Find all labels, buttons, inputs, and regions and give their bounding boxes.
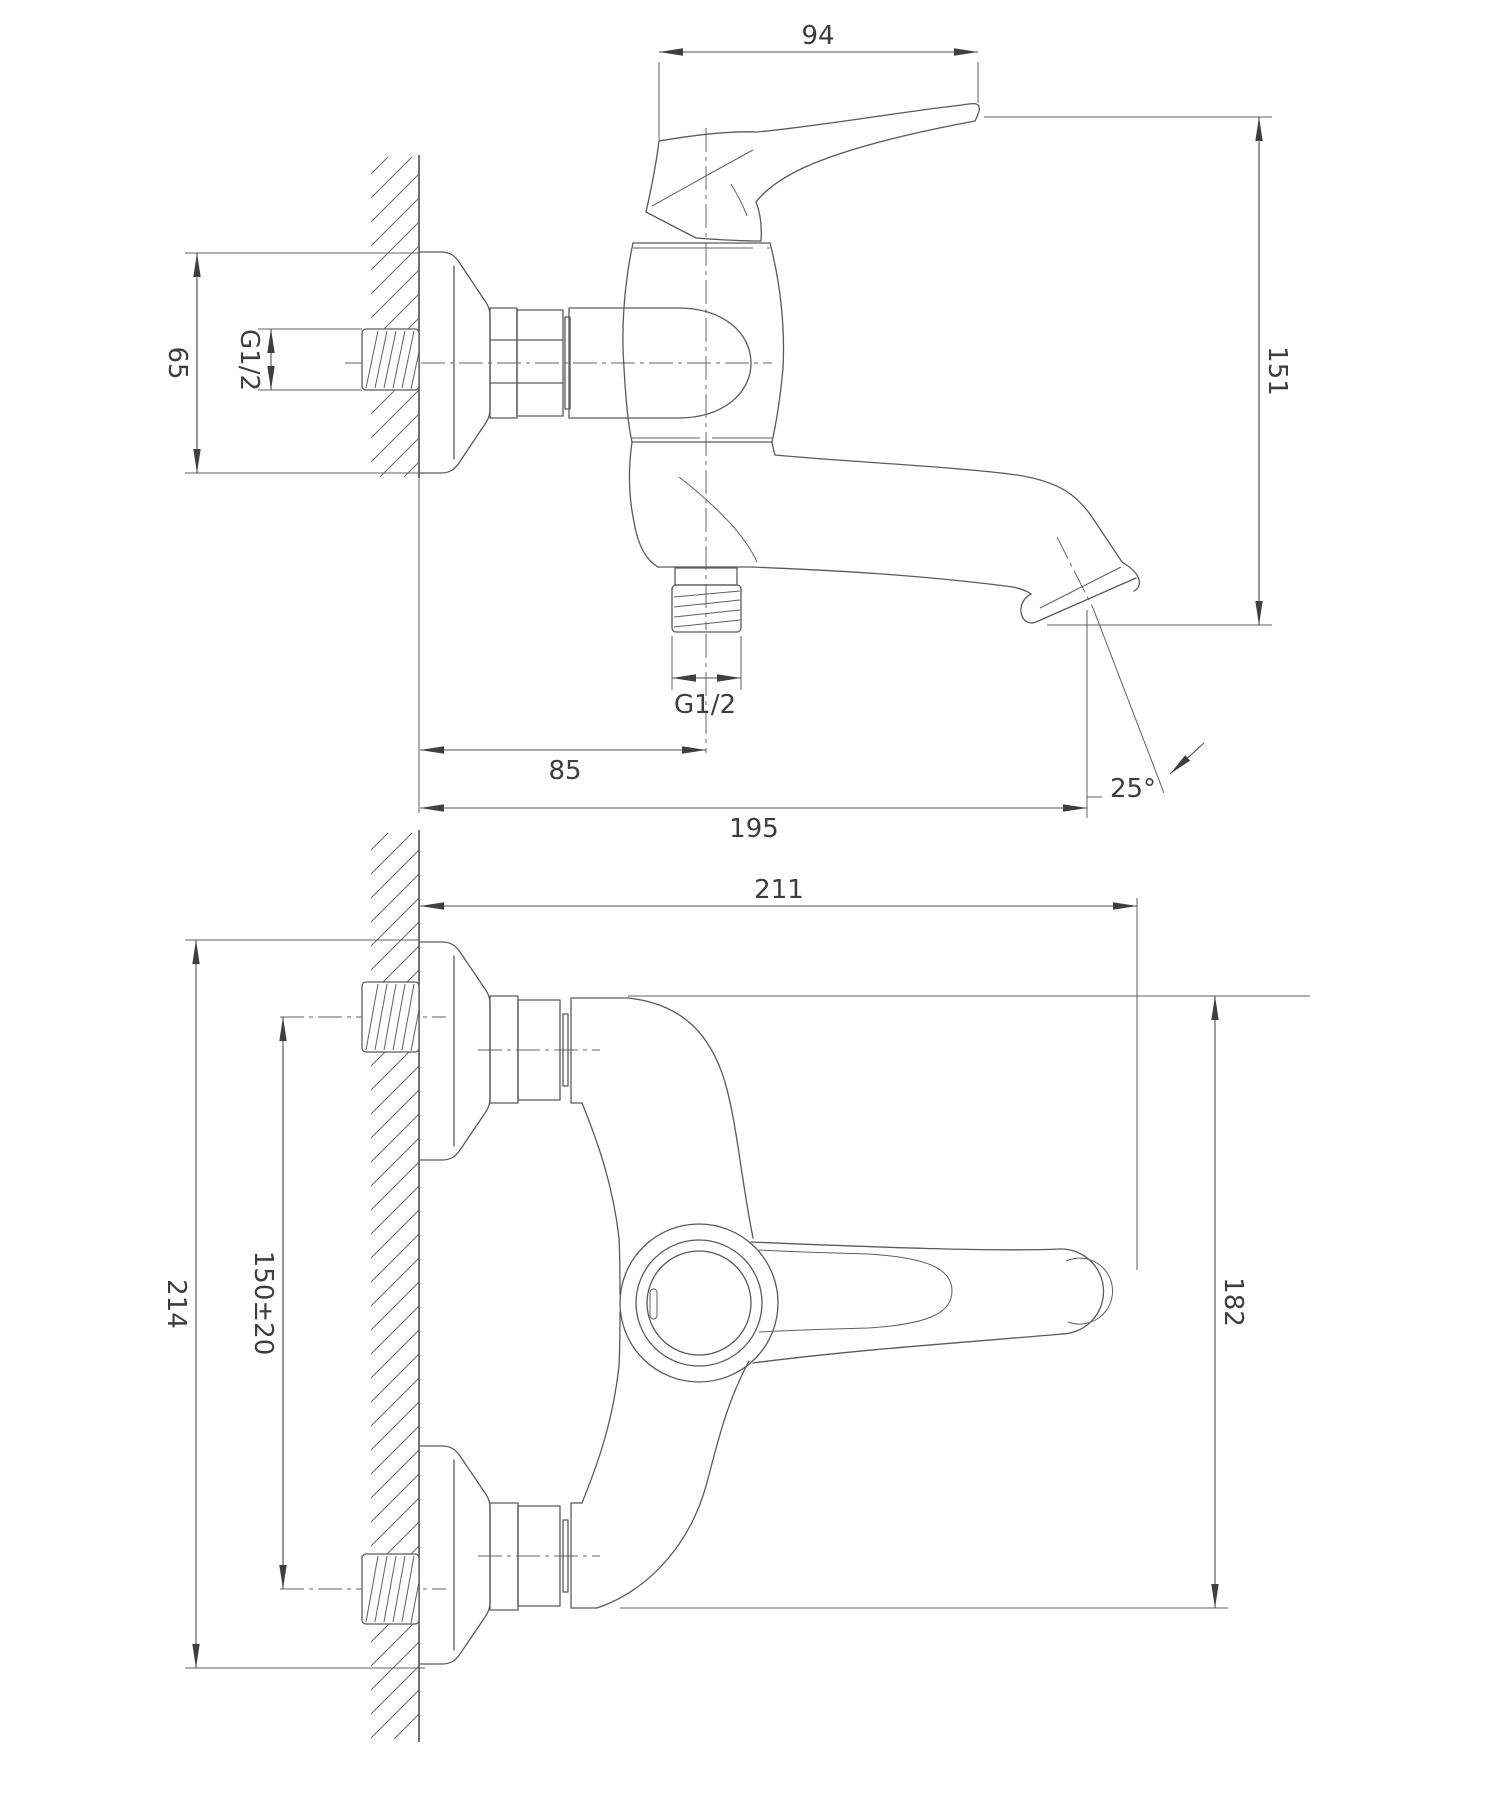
- upper-escutcheon: [418, 941, 569, 1161]
- cartridge-barrel: [622, 242, 785, 443]
- side-view: 94 151 65 G1/2 G1/2: [162, 21, 1292, 844]
- upper-wall-thread: [361, 981, 420, 1053]
- spout-angle-construction: [1086, 607, 1205, 818]
- dim-25deg-label: 25°: [1110, 774, 1156, 804]
- dim-85: 85: [420, 746, 706, 786]
- dim-g12-outlet: G1/2: [671, 636, 742, 720]
- valve-body-capsule: [568, 307, 752, 419]
- front-view: 211 214 150±20 182: [161, 830, 1310, 1742]
- upper-body-arm: [570, 997, 754, 1295]
- handle-hub: [619, 1223, 779, 1383]
- lever-handle-side: [645, 102, 980, 242]
- lower-wall-thread: [361, 1553, 420, 1625]
- spout: [628, 441, 1141, 624]
- dim-195: 195: [420, 804, 1087, 844]
- dim-214: 214: [161, 939, 425, 1669]
- lower-escutcheon: [418, 1445, 569, 1665]
- dim-94-label: 94: [801, 21, 834, 51]
- dim-85-label: 85: [548, 756, 581, 786]
- dim-182-label: 182: [1218, 1277, 1248, 1327]
- lever-handle-front: [649, 1241, 1114, 1364]
- dim-94: 94: [658, 21, 979, 140]
- dim-g12-wall-label: G1/2: [234, 329, 264, 391]
- dim-g12-outlet-label: G1/2: [674, 690, 736, 720]
- dim-211: 211: [420, 875, 1138, 1270]
- dim-g12-wall: G1/2: [234, 328, 362, 391]
- dim-211-label: 211: [754, 875, 804, 905]
- dim-65: 65: [162, 252, 419, 474]
- bottom-outlet: [671, 567, 742, 633]
- dim-151: 151: [984, 116, 1292, 626]
- dim-65-label: 65: [162, 346, 192, 379]
- dim-150: 150±20: [248, 1017, 287, 1589]
- dim-182: 182: [620, 995, 1310, 1609]
- connector-nuts-side: [489, 307, 571, 419]
- dim-195-label: 195: [729, 814, 779, 844]
- cartridge-slot: [649, 1288, 658, 1320]
- dim-150-label: 150±20: [248, 1251, 278, 1356]
- wall-thread-connector: [361, 328, 420, 391]
- dim-214-label: 214: [161, 1279, 191, 1329]
- wall-hatching-bottom: [371, 833, 419, 1739]
- dim-151-label: 151: [1262, 346, 1292, 396]
- lower-body-arm: [570, 1311, 750, 1609]
